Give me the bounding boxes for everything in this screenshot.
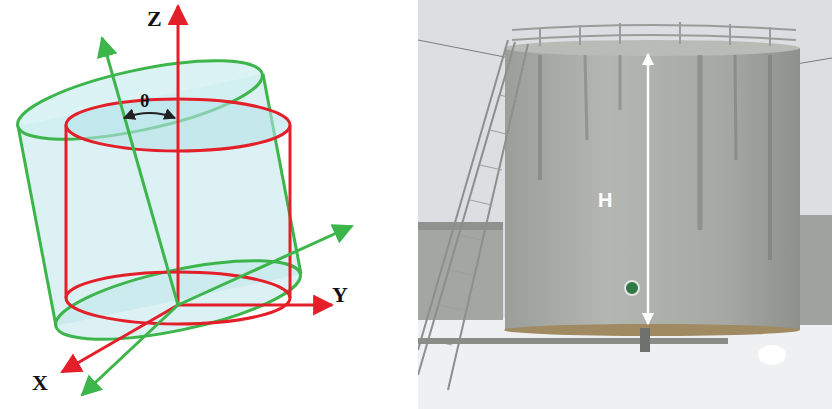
axis-label: X xyxy=(32,372,48,394)
angle-label: θ xyxy=(140,92,149,110)
tank-photo xyxy=(418,0,832,409)
dimension-label: H xyxy=(598,190,612,210)
cylinder-diagram xyxy=(11,6,352,395)
axis-label: Y xyxy=(332,284,348,306)
axis-label: Z xyxy=(147,8,162,30)
